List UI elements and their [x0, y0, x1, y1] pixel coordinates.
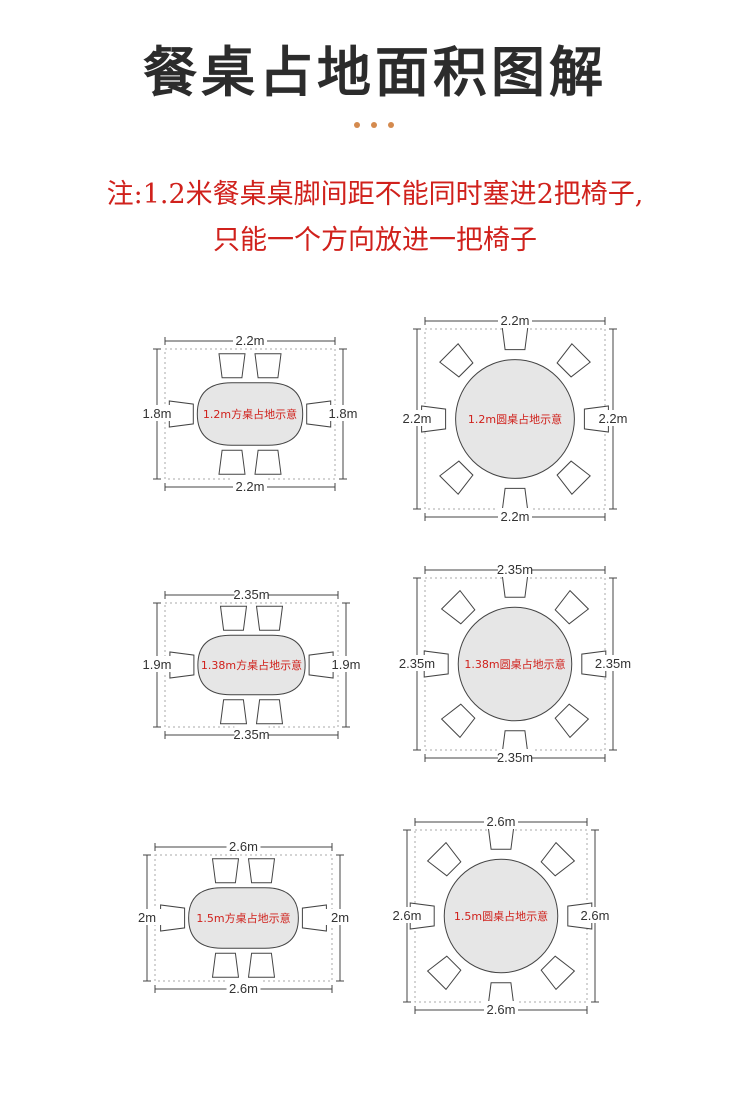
table-shape	[443, 858, 559, 974]
dim-label-left-bg	[400, 410, 434, 426]
dim-label-bottom-bg	[234, 726, 269, 742]
chair-top-left	[219, 605, 248, 631]
dim-label-bottom-bg	[484, 1001, 518, 1017]
dim-label-bottom: 2.35m	[497, 750, 533, 765]
table-label: 1.2m圆桌占地示意	[468, 412, 562, 426]
table-label: 1.2m方桌占地示意	[203, 407, 297, 421]
table-shape	[455, 359, 575, 479]
table-label: 1.38m方桌占地示意	[201, 658, 302, 672]
table-shape	[196, 382, 304, 446]
chair-bottom-left	[219, 699, 248, 725]
dim-label-left: 2.35m	[399, 656, 435, 671]
chair-5	[426, 955, 462, 991]
dim-label-right-bg	[326, 405, 360, 421]
dim-label-top-bg	[484, 813, 518, 829]
chair-3	[554, 703, 590, 739]
chair-bottom-left	[211, 952, 240, 978]
dim-label-left-bg	[390, 907, 424, 923]
dim-label-bottom-bg	[498, 508, 532, 524]
dim-label-left-bg	[400, 655, 434, 671]
dim-label-top-bg	[234, 586, 269, 602]
table-label: 1.38m圆桌占地示意	[464, 657, 565, 671]
dim-label-bottom-bg	[226, 980, 261, 996]
table-shape	[188, 887, 299, 949]
dim-label-right: 2.2m	[599, 411, 628, 426]
dim-label-right: 2.35m	[595, 656, 631, 671]
dim-label-left-bg	[140, 656, 174, 672]
dim-label-right: 2m	[331, 910, 349, 925]
chair-7	[440, 589, 476, 625]
chair-top-right	[254, 353, 282, 379]
dim-label-bottom: 2.6m	[487, 1002, 516, 1017]
dim-label-left: 2m	[138, 910, 156, 925]
chair-top-left	[211, 858, 240, 884]
dim-label-top-bg	[498, 312, 532, 328]
chair-1	[540, 841, 576, 877]
table-label: 1.5m方桌占地示意	[196, 911, 290, 925]
chair-top-right	[255, 605, 284, 631]
note-line-2: 只能一个方向放进一把椅子	[213, 225, 537, 256]
dim-label-top-bg	[233, 332, 267, 348]
chair-3	[556, 460, 591, 495]
chair-bottom-right	[255, 699, 284, 725]
dim-label-bottom: 2.2m	[236, 479, 265, 494]
dim-label-bottom-bg	[233, 478, 267, 494]
table-shape	[197, 634, 306, 696]
dim-label-top: 2.6m	[487, 814, 516, 829]
dim-label-bottom: 2.35m	[233, 727, 269, 742]
dim-label-left: 2.2m	[403, 411, 432, 426]
dim-label-right-bg	[578, 907, 612, 923]
dim-label-top-bg	[498, 561, 532, 577]
dim-label-bottom-bg	[498, 749, 532, 765]
dim-label-top-bg	[226, 838, 261, 854]
dim-label-left-bg	[140, 405, 174, 421]
dim-label-right-bg	[596, 655, 630, 671]
chair-top-left	[218, 353, 246, 379]
dim-label-bottom: 2.6m	[229, 981, 258, 996]
table-shape	[457, 606, 573, 722]
chair-7	[439, 343, 474, 378]
chair-1	[554, 589, 590, 625]
dim-label-top: 2.35m	[233, 587, 269, 602]
chair-5	[439, 460, 474, 495]
dim-label-right-bg	[323, 909, 357, 925]
dim-label-right-bg	[596, 410, 630, 426]
dim-label-right-bg	[329, 656, 363, 672]
table-label: 1.5m圆桌占地示意	[454, 909, 548, 923]
dim-label-left-bg	[130, 909, 164, 925]
chair-bottom-left	[218, 449, 246, 475]
dim-label-left: 1.9m	[143, 657, 172, 672]
chair-7	[426, 841, 462, 877]
dim-label-left: 2.6m	[393, 908, 422, 923]
dim-label-right: 2.6m	[581, 908, 610, 923]
dim-label-right: 1.9m	[332, 657, 361, 672]
dim-label-top: 2.2m	[501, 313, 530, 328]
chair-1	[556, 343, 591, 378]
note-line-1: 注:1.2米餐桌桌脚间距不能同时塞进2把椅子,	[106, 179, 644, 210]
chair-top-right	[247, 858, 276, 884]
chair-bottom-right	[254, 449, 282, 475]
dim-label-right: 1.8m	[329, 406, 358, 421]
chair-5	[440, 703, 476, 739]
chair-3	[540, 955, 576, 991]
dim-label-top: 2.6m	[229, 839, 258, 854]
dim-label-top: 2.2m	[236, 333, 265, 348]
dim-label-bottom: 2.2m	[501, 509, 530, 524]
page-title: 餐桌占地面积图解	[143, 40, 607, 104]
decorative-dots	[350, 122, 400, 132]
chair-bottom-right	[247, 952, 276, 978]
dim-label-top: 2.35m	[497, 562, 533, 577]
dim-label-left: 1.8m	[143, 406, 172, 421]
